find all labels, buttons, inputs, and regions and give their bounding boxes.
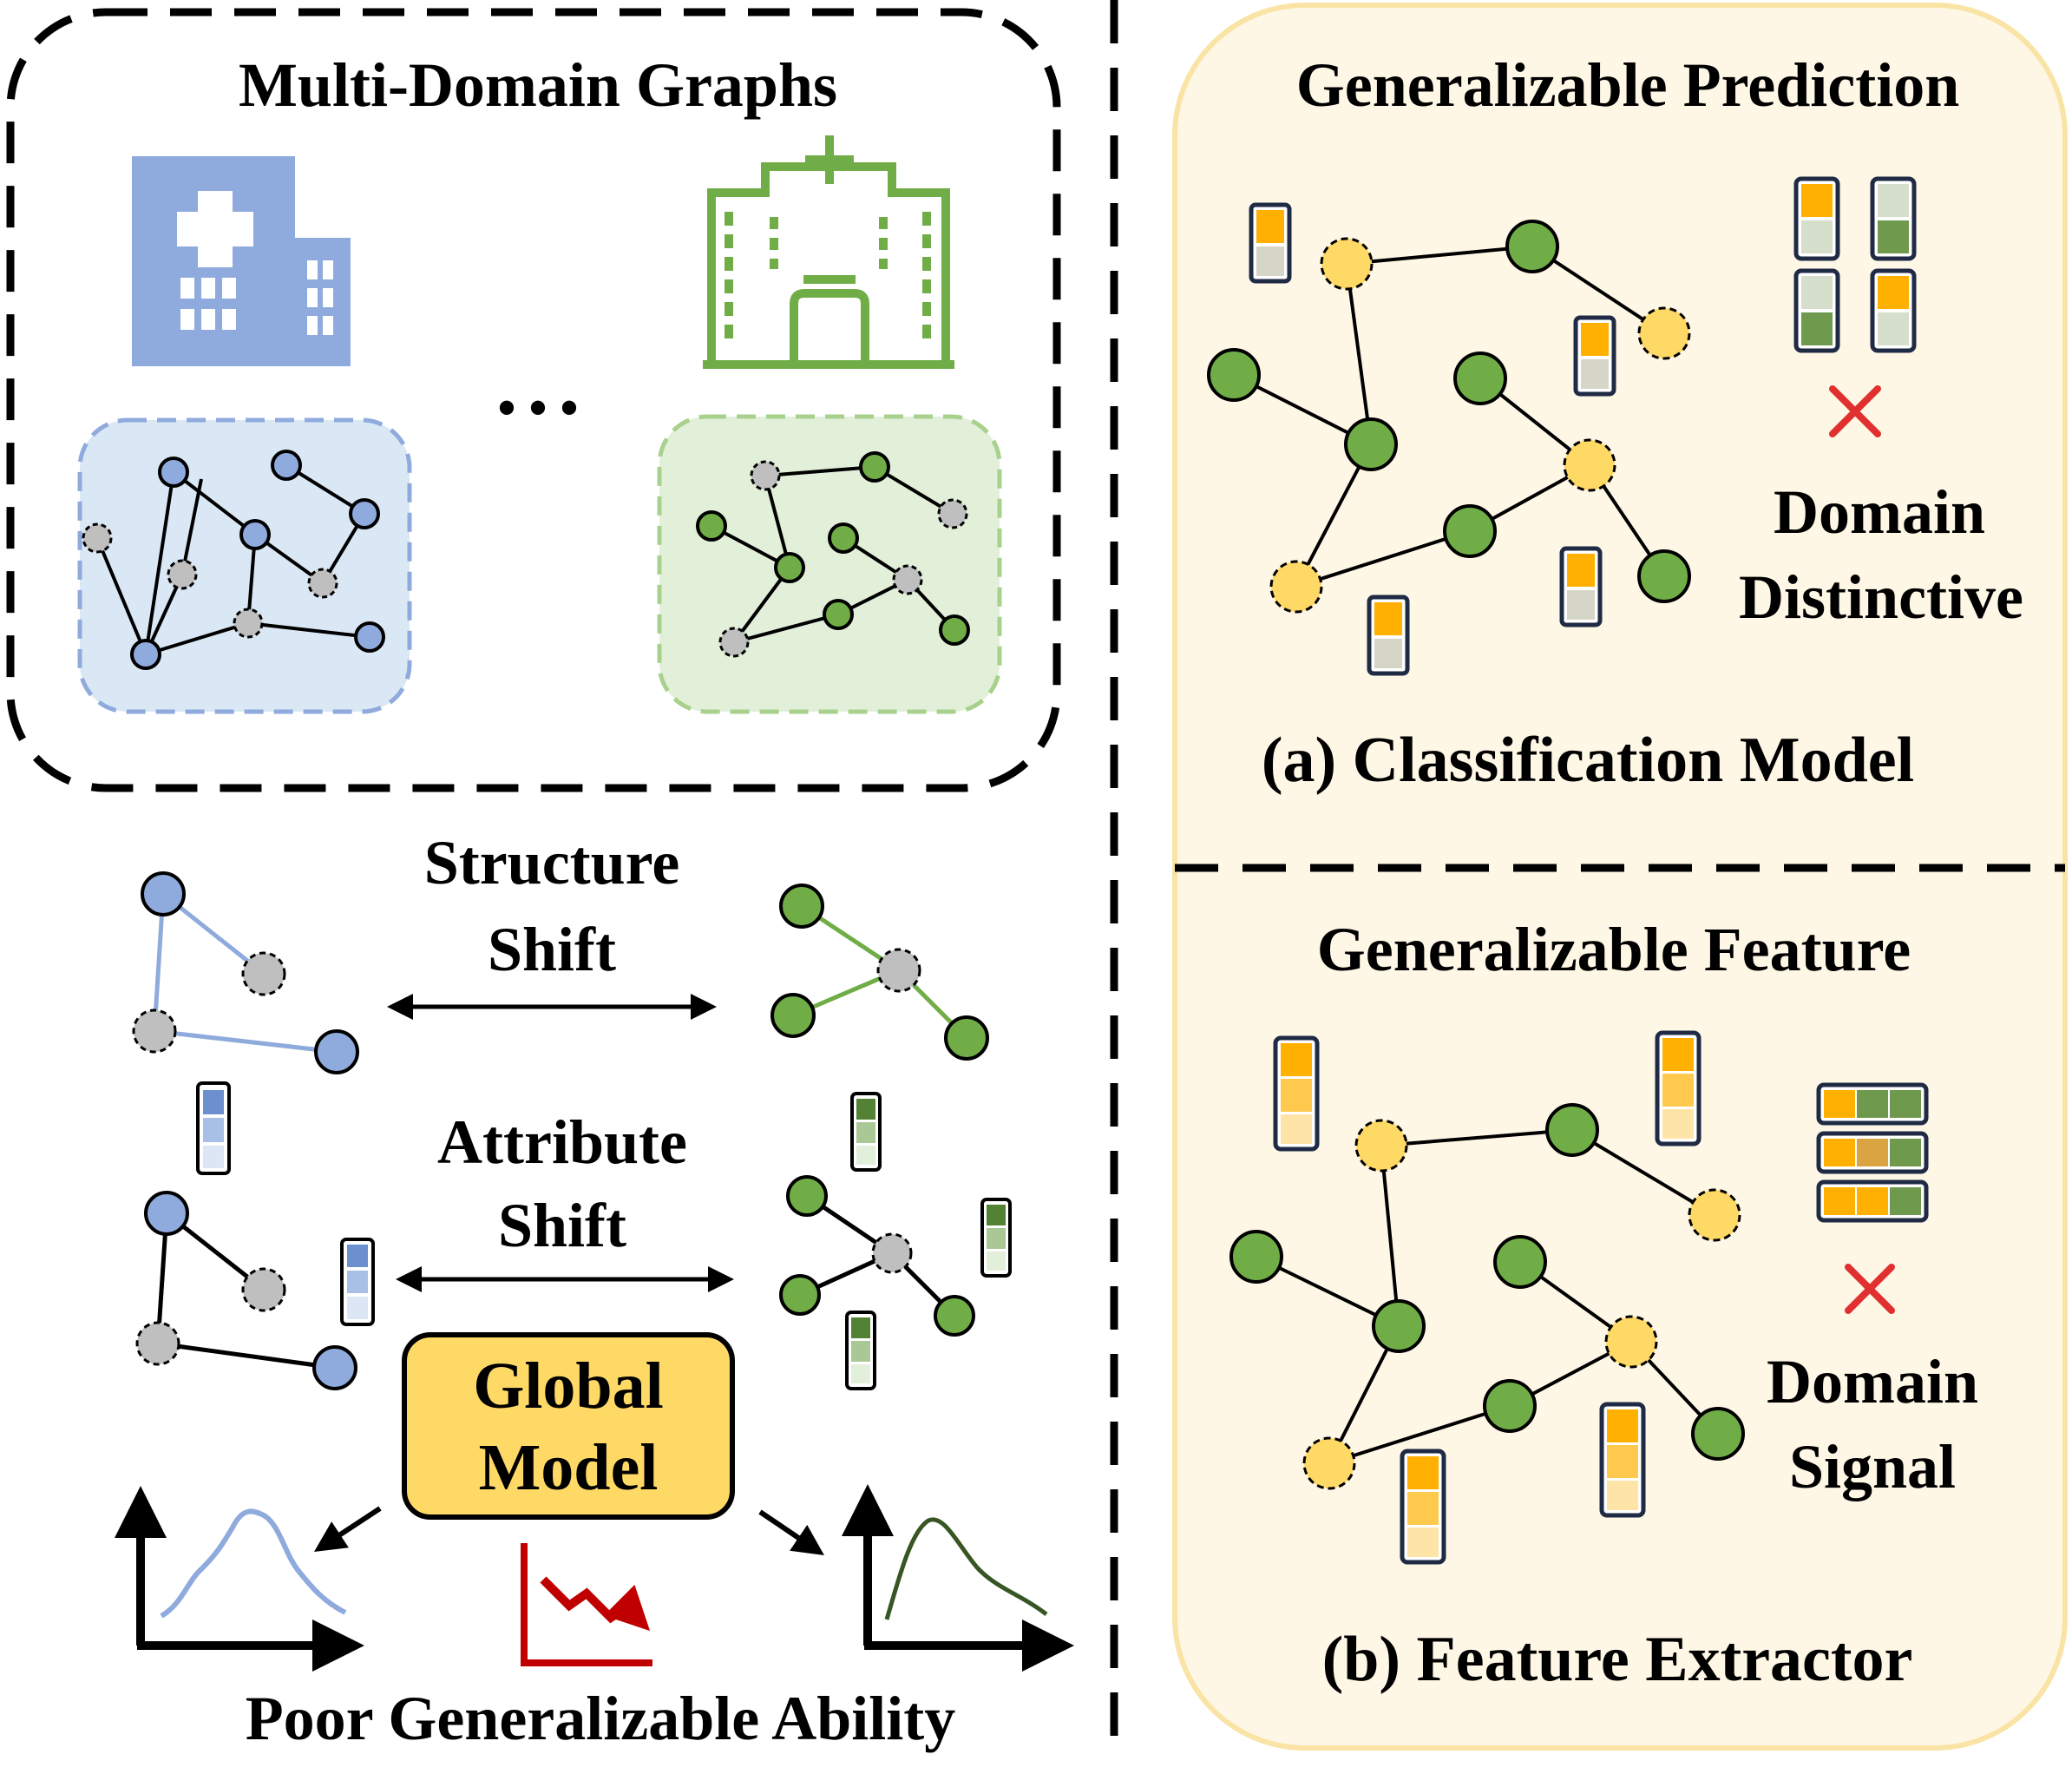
feature-graph (1229, 1103, 1745, 1490)
domain-distinctive-line2: Distinctive (1739, 562, 2023, 632)
feature-vector-green-2 (980, 1198, 1012, 1278)
cross-icon-2 (1845, 1264, 1895, 1314)
attribute-shift-label-line1: Attribute (437, 1107, 687, 1177)
prediction-graph (1207, 220, 1691, 614)
global-model-box (402, 1332, 735, 1520)
feature-vector-green-3 (845, 1311, 876, 1390)
multi-domain-title: Multi-Domain Graphs (239, 50, 837, 120)
multi-domain-box (6, 8, 1061, 792)
domain-distinctive-line1: Domain (1774, 477, 1985, 547)
attribute-shift-label-line2: Shift (498, 1191, 626, 1260)
domain-signal-vectors (1816, 1082, 1929, 1223)
domain-signal-line2: Signal (1789, 1432, 1956, 1501)
distribution-curve-icon (115, 1486, 364, 1672)
feature-vector-green (850, 1092, 882, 1172)
arrow-to-blue-dist (313, 1506, 382, 1552)
feature-vectors (1273, 1030, 1702, 1565)
green-domain-graph (657, 414, 1002, 714)
feature-extractor-caption: (b) Feature Extractor (1322, 1624, 1913, 1695)
feature-vector-blue (196, 1081, 231, 1175)
global-model-line2: Model (479, 1431, 659, 1504)
cross-icon (1829, 385, 1881, 437)
generalizable-prediction-title: Generalizable Prediction (1296, 50, 1960, 120)
attribute-graph-green (779, 1175, 975, 1337)
classification-model-caption: (a) Classification Model (1262, 725, 1914, 796)
global-model-line1: Global (473, 1350, 664, 1422)
ellipsis: • • • (497, 379, 578, 437)
hospital-blue-icon (132, 156, 351, 366)
structure-graph-green (770, 884, 989, 1061)
distribution-curve-green-icon (842, 1484, 1074, 1672)
domain-distinctive-vectors (1793, 176, 1917, 353)
feature-vector-blue-2 (340, 1238, 375, 1326)
footer-poor-ability: Poor Generalizable Ability (246, 1684, 956, 1753)
arrow-to-green-dist (758, 1509, 824, 1556)
prediction-vectors (1249, 202, 1616, 676)
structure-shift-label-line1: Structure (424, 828, 680, 897)
structure-shift-label-line2: Shift (488, 915, 616, 984)
structure-graph-blue (132, 871, 359, 1074)
domain-signal-line1: Domain (1767, 1347, 1978, 1416)
hospital-green-outline-icon (703, 135, 954, 369)
blue-domain-graph (77, 417, 412, 714)
generalizable-feature-title: Generalizable Feature (1317, 915, 1911, 984)
decline-chart-icon (521, 1543, 652, 1666)
attribute-graph-blue (135, 1191, 357, 1390)
